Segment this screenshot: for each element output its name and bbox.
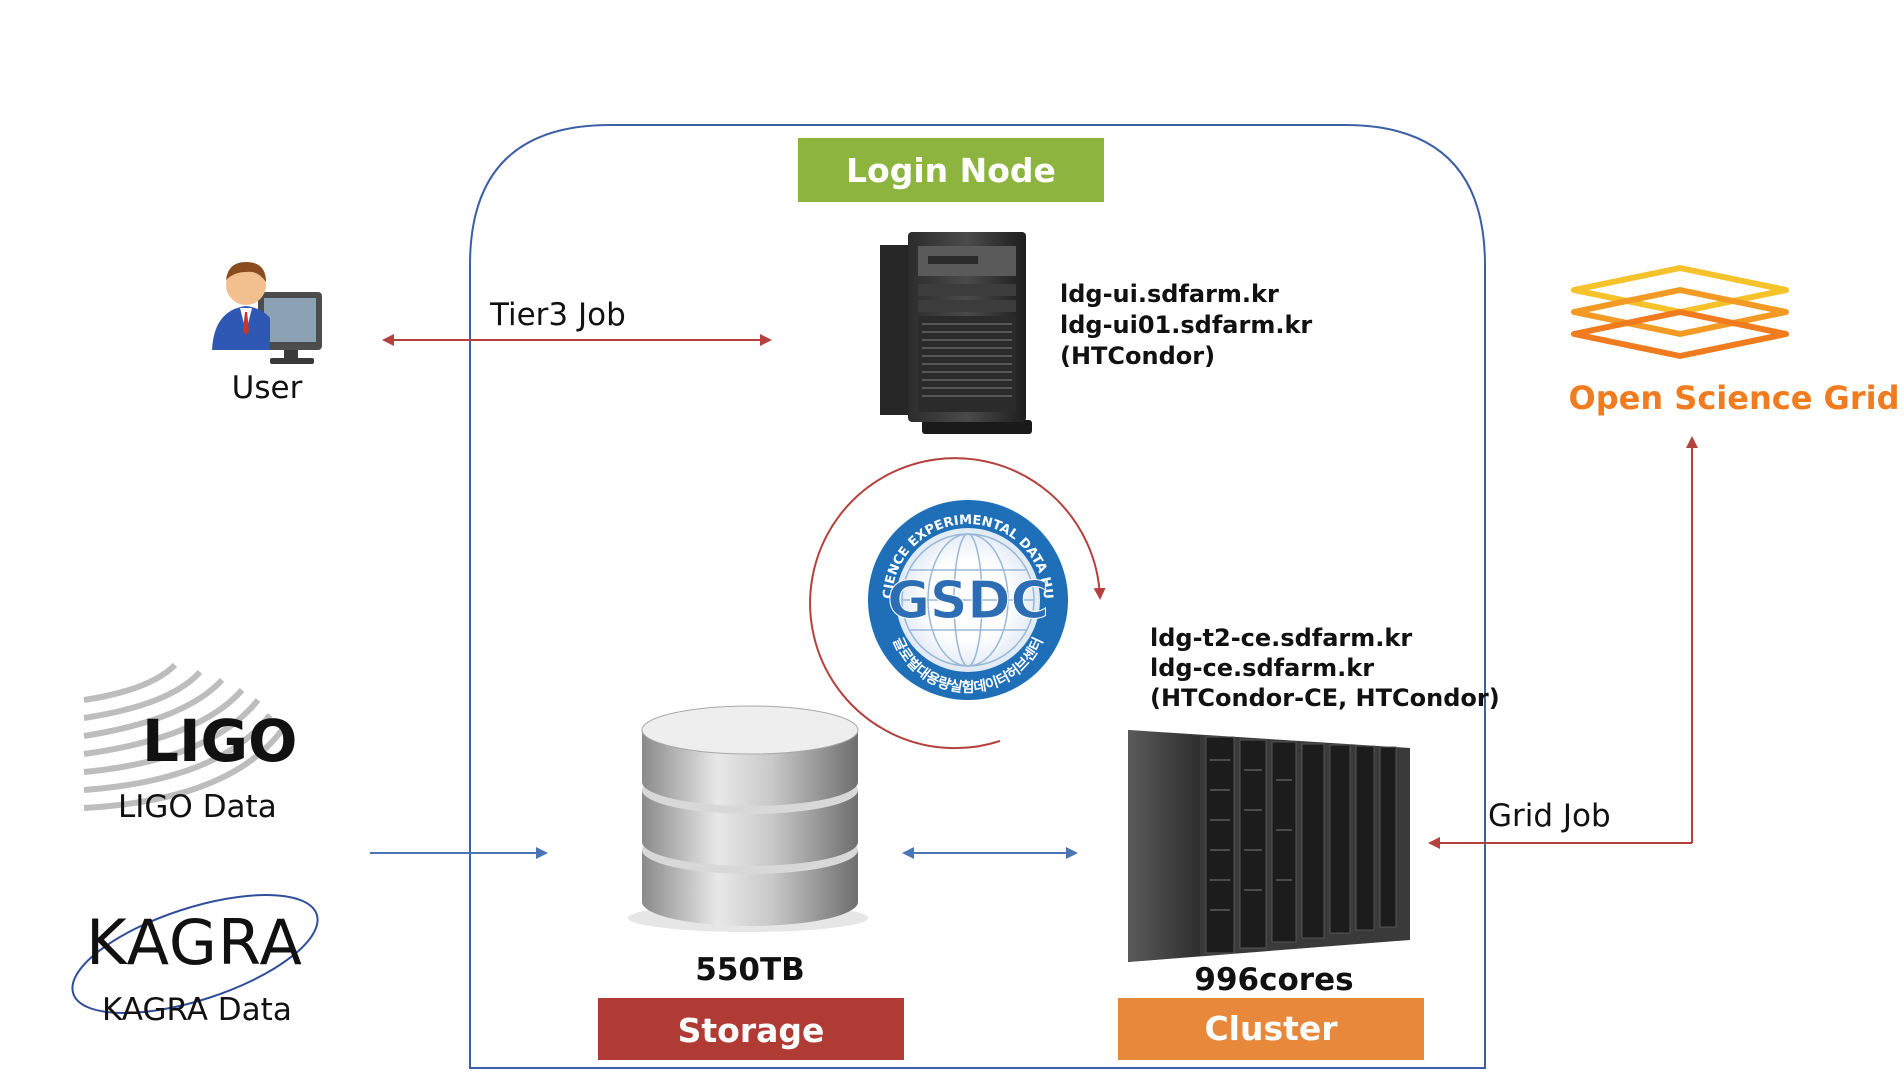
login-host-2: ldg-ui01.sdfarm.kr <box>1060 311 1312 339</box>
cluster-host-2: ldg-ce.sdfarm.kr <box>1150 654 1374 682</box>
cluster-scheduler: (HTCondor-CE, HTCondor) <box>1150 684 1500 712</box>
tier3-job-label: Tier3 Job <box>489 297 626 333</box>
ligo-data-label: LIGO Data <box>118 789 277 825</box>
login-host-1: ldg-ui.sdfarm.kr <box>1060 280 1279 308</box>
gsdc-center-text: GSDC <box>887 571 1048 631</box>
grid-job-label: Grid Job <box>1488 798 1611 834</box>
cluster-host-1: ldg-t2-ce.sdfarm.kr <box>1150 624 1412 652</box>
ligo-logo-text: LIGO <box>142 707 297 775</box>
cluster-badge <box>1118 998 1424 1060</box>
kagra-data-label: KAGRA Data <box>102 992 292 1028</box>
osg-label: Open Science Grid <box>1569 379 1900 417</box>
cycle-arrow <box>809 457 1106 750</box>
storage-capacity: 550TB <box>695 952 804 988</box>
server-rack-icon <box>1128 730 1410 962</box>
login-node-badge-label: Login Node <box>846 151 1056 190</box>
user-label: User <box>232 370 303 406</box>
storage-badge-label: Storage <box>678 1011 825 1050</box>
cluster-capacity: 996cores <box>1194 962 1353 998</box>
kagra-orbit <box>71 894 319 1014</box>
storage-database-icon <box>628 705 868 932</box>
kagra-logo-text: KAGRA <box>86 906 303 979</box>
login-scheduler: (HTCondor) <box>1060 342 1215 370</box>
cluster-badge-label: Cluster <box>1204 1009 1338 1048</box>
login-node-badge <box>798 138 1104 202</box>
osg-logo-icon <box>1571 265 1789 359</box>
ligo-logo <box>83 662 285 811</box>
server-tower-icon <box>880 232 1032 434</box>
storage-badge <box>598 998 904 1060</box>
user-icon <box>212 262 322 364</box>
datacenter-frame <box>469 124 1486 1069</box>
